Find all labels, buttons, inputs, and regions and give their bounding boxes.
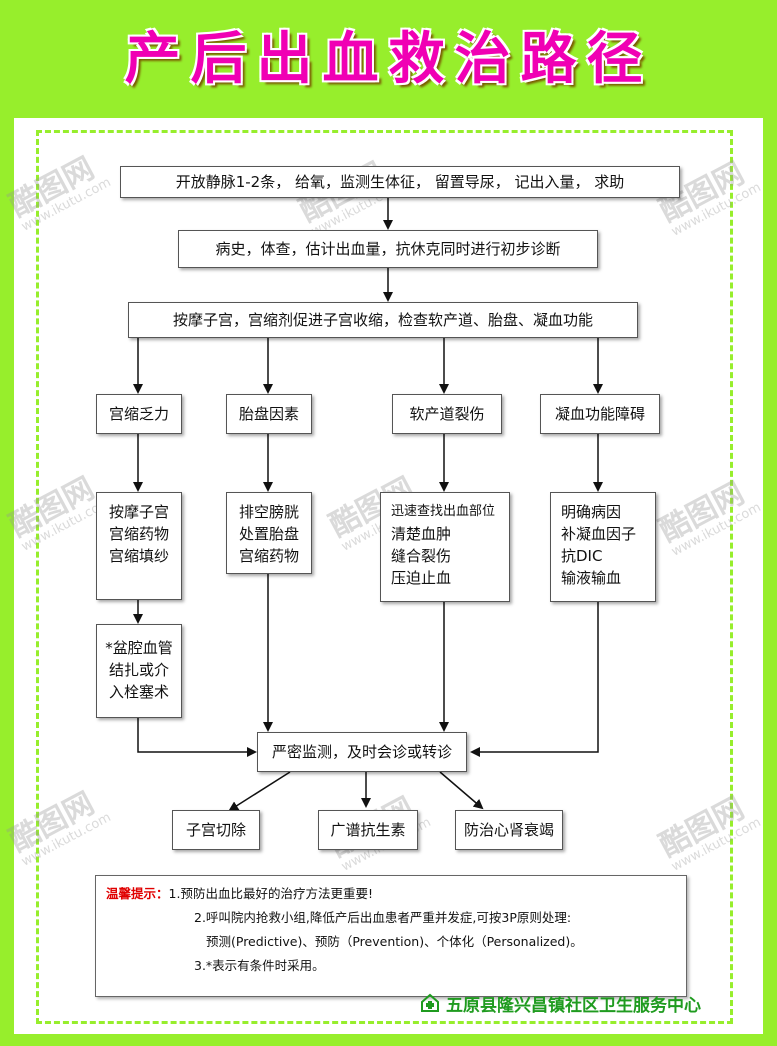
treatment-item: 迅速查找出血部位	[391, 504, 496, 519]
tips-label: 温馨提示：	[106, 886, 169, 901]
tip-line: 2.呼叫院内抢救小组,降低产后出血患者严重并发症,可按3P原则处理:	[194, 910, 572, 925]
treatment-item: 清楚血肿	[391, 525, 452, 543]
frame-bottom	[0, 1034, 777, 1046]
cause-placenta: 胎盘因素	[226, 394, 312, 434]
step-assessment: 病史，体查，估计出血量，抗休克同时进行初步诊断	[178, 230, 598, 268]
treatment-item: 输液输血	[561, 569, 622, 587]
page-title: 产后出血救治路径	[124, 27, 653, 92]
step-initial-support: 开放静脉1-2条， 给氧，监测生体征， 留置导尿， 记出入量， 求助	[120, 166, 680, 198]
tips-box: 温馨提示：1.预防出血比最好的治疗方法更重要! . 2.呼叫院内抢救小组,降低产…	[95, 875, 687, 997]
arrow-coagulation-monitor	[470, 602, 599, 757]
frame-right	[763, 118, 777, 1046]
treatment-placenta: 排空膀胱 处置胎盘 宫缩药物	[226, 492, 312, 574]
clinic-logo-icon	[421, 993, 439, 1012]
treatment-uterine: 按摩子宫 宫缩药物 宫缩填纱	[96, 492, 182, 600]
treatment-item: 明确病因	[561, 503, 622, 521]
treatment-item: 压迫止血	[391, 569, 452, 587]
arrow-monitor-organ	[439, 771, 484, 810]
treatment-item: 缝合裂伤	[391, 547, 452, 565]
tip-line: 1.预防出血比最好的治疗方法更重要!	[168, 886, 373, 901]
outcome-organ-protection: 防治心肾衰竭	[455, 810, 563, 850]
step-uterine-massage: 按摩子宫，宫缩剂促进子宫收缩，检查软产道、胎盘、凝血功能	[128, 302, 638, 338]
treatment-item: 宫缩填纱	[108, 547, 169, 565]
embolization-box: *盆腔血管 结扎或介 入栓塞术	[96, 624, 182, 718]
embolization-line: *盆腔血管	[105, 639, 173, 657]
footer-text: 五原县隆兴昌镇社区卫生服务中心	[446, 995, 701, 1016]
monitor-box: 严密监测，及时会诊或转诊	[257, 732, 467, 772]
frame-left	[0, 118, 14, 1046]
tip-line: 预测(Predictive)、预防（Prevention)、个体化（Person…	[206, 934, 583, 949]
cause-uterine-atony: 宫缩乏力	[96, 394, 182, 434]
treatment-item: 宫缩药物	[238, 547, 299, 565]
treatment-item: 补凝血因子	[561, 525, 637, 543]
treatment-item: 抗DIC	[561, 547, 603, 565]
arrow-monitor-hysterectomy	[228, 771, 291, 812]
header-band	[0, 0, 777, 118]
treatment-item: 排空膀胱	[238, 503, 299, 521]
treatment-item: 按摩子宫	[108, 503, 169, 521]
tip-line: 3.*表示有条件时采用。	[194, 958, 325, 973]
dashed-border	[36, 130, 733, 1024]
cause-laceration: 软产道裂伤	[392, 394, 502, 434]
outcome-antibiotics: 广谱抗生素	[318, 810, 418, 850]
embolization-line: 入栓塞术	[108, 683, 169, 701]
treatment-laceration: 迅速查找出血部位 清楚血肿 缝合裂伤 压迫止血	[380, 492, 510, 602]
treatment-item: 处置胎盘	[238, 525, 299, 543]
embolization-line: 结扎或介	[108, 661, 169, 679]
treatment-item: 宫缩药物	[108, 525, 169, 543]
arrow-embolization-monitor	[137, 718, 257, 757]
treatment-coagulation: 明确病因 补凝血因子 抗DIC 输液输血	[550, 492, 656, 602]
outcome-hysterectomy: 子宫切除	[172, 810, 260, 850]
footer-org: 五原县隆兴昌镇社区卫生服务中心	[420, 990, 720, 1016]
cause-coagulation: 凝血功能障碍	[540, 394, 660, 434]
